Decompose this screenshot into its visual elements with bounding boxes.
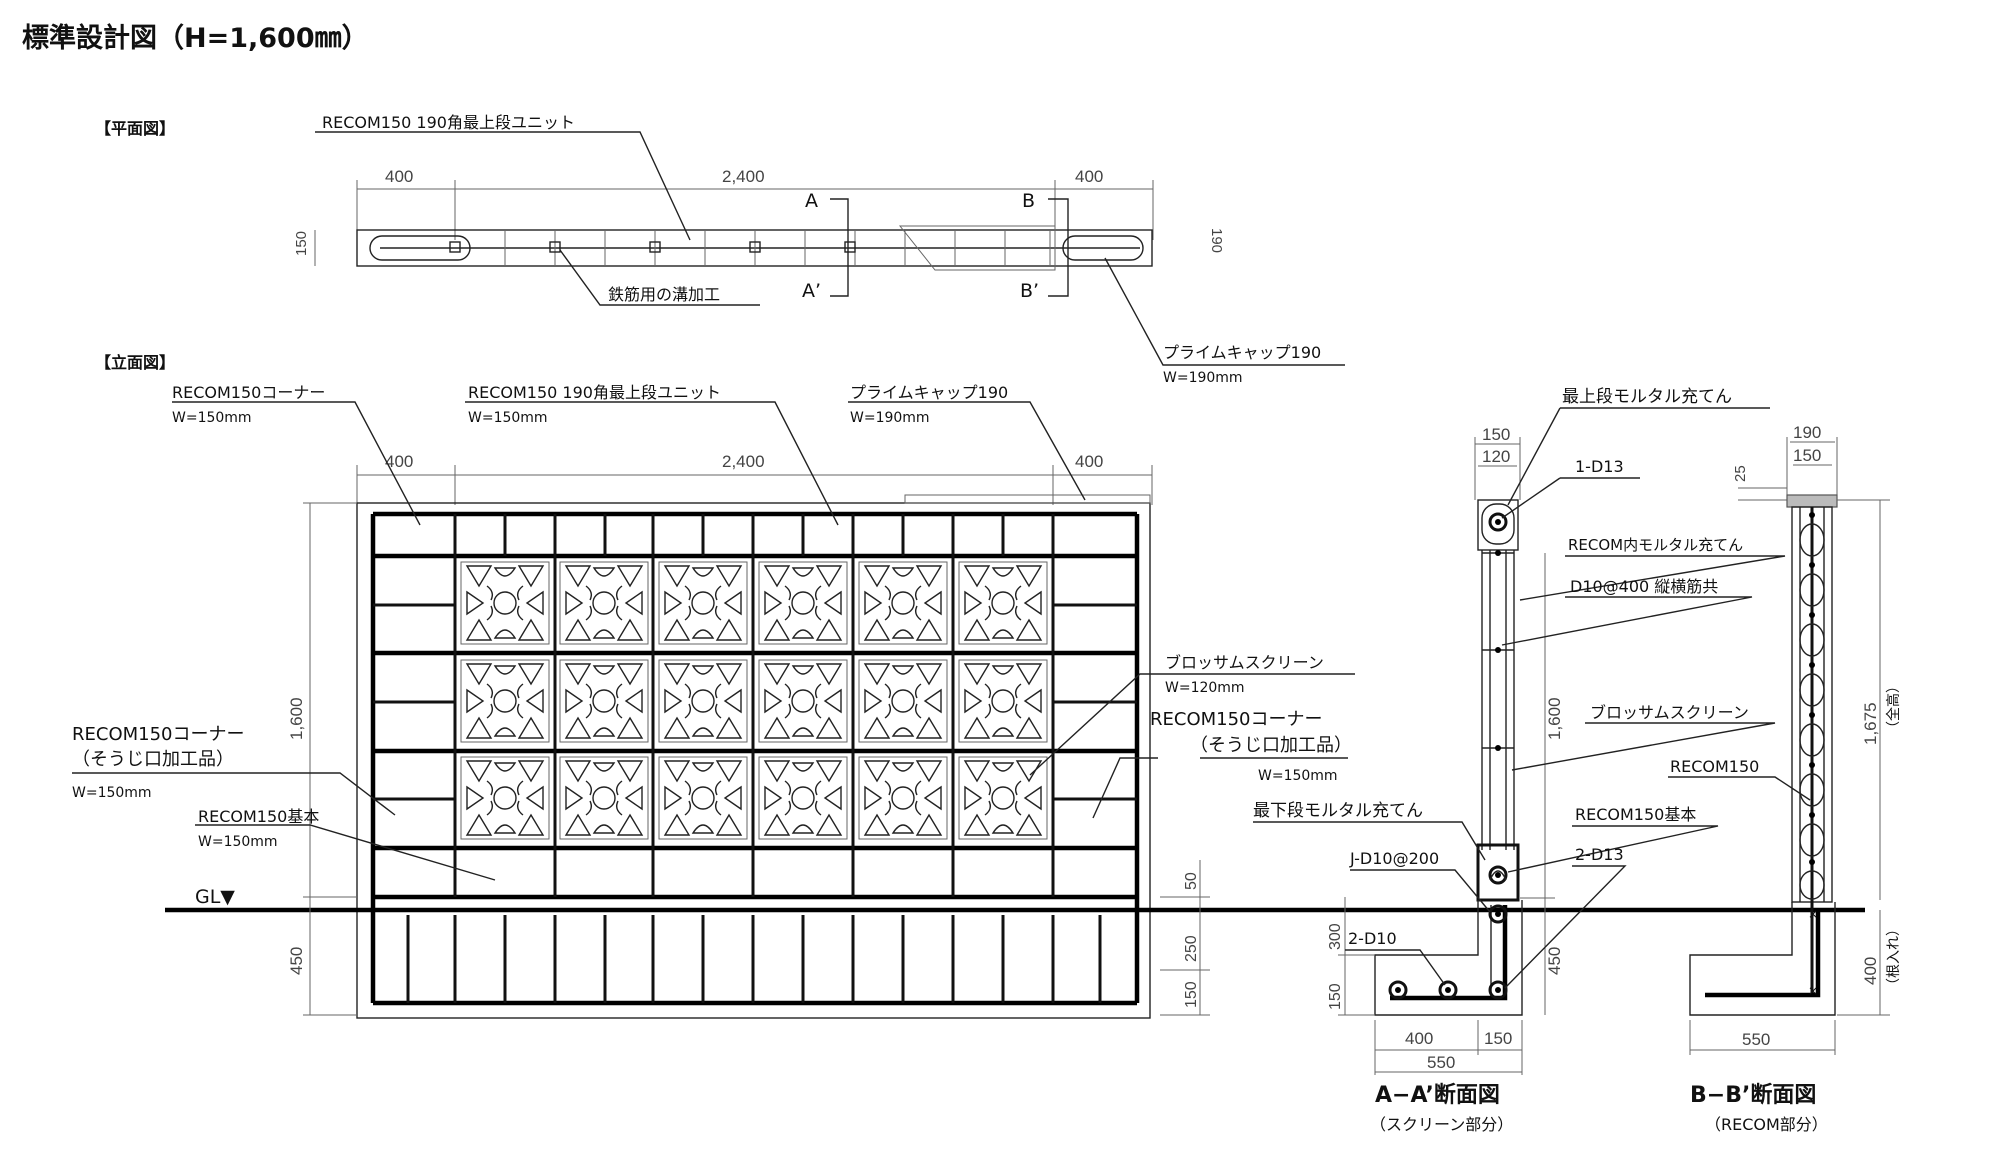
aa-2d13-label: 2-D13 — [1575, 845, 1624, 864]
svg-text:×: × — [1808, 984, 1818, 998]
plan-section-label: 【平面図】 — [95, 119, 175, 138]
elev-dim-embed: 450 — [287, 947, 306, 975]
elev-cap-label: プライムキャップ190 — [850, 383, 1008, 402]
elev-corner-label: RECOM150コーナー — [172, 383, 325, 402]
ground-level-marker: GL▼ — [195, 886, 235, 908]
elev-corner-right-line2: （そうじ口加工品） — [1190, 735, 1352, 756]
elev-top-unit-label: RECOM150 190角最上段ユニット — [468, 383, 721, 402]
plan-marker-a: A — [805, 190, 818, 212]
aa-dim-120: 120 — [1482, 447, 1510, 466]
elev-blossom-width: W=120mm — [1165, 680, 1245, 696]
elev-corner-right-width: W=150mm — [1258, 768, 1338, 784]
aa-d13-label: 1-D13 — [1575, 457, 1624, 476]
elev-dim-50: 50 — [1183, 872, 1200, 890]
plan-dim-center: 2,400 — [722, 167, 765, 186]
plan-cap-label: プライムキャップ190 — [1163, 343, 1321, 362]
bb-recom150-label: RECOM150 — [1670, 757, 1759, 776]
section-aa-view: 150 120 1,600 450 — [1253, 387, 1786, 1134]
bb-dim-400-note: （根入れ） — [1886, 922, 1902, 992]
elevation-section-label: 【立面図】 — [95, 353, 175, 372]
elev-dim-250: 250 — [1183, 935, 1200, 962]
bb-section-subtitle: （RECOM部分） — [1705, 1115, 1828, 1134]
aa-2d10-label: 2-D10 — [1348, 929, 1397, 948]
elev-corner-left-width: W=150mm — [72, 785, 152, 801]
bb-dim-1675-note: （全高） — [1885, 679, 1902, 735]
svg-text:×: × — [1808, 907, 1818, 921]
plan-dim-right: 400 — [1075, 167, 1103, 186]
bb-dim-400: 400 — [1861, 957, 1880, 985]
elev-corner-left-line1: RECOM150コーナー — [72, 724, 245, 745]
plan-groove-label: 鉄筋用の溝加工 — [608, 285, 720, 304]
plan-cap-width: W=190mm — [1163, 370, 1243, 386]
aa-dim-450: 450 — [1545, 947, 1564, 975]
aa-dim-b400: 400 — [1405, 1029, 1433, 1048]
aa-dim-300: 300 — [1327, 923, 1344, 950]
plan-marker-b: B — [1022, 190, 1035, 212]
aa-jd10-label: J-D10@200 — [1349, 849, 1439, 868]
elev-basic-width: W=150mm — [198, 834, 278, 850]
elev-blossom-label: ブロッサムスクリーン — [1165, 653, 1324, 672]
bb-dim-190: 190 — [1793, 423, 1821, 442]
bb-dim-25: 25 — [1732, 465, 1749, 482]
plan-marker-b-prime: B’ — [1020, 280, 1039, 302]
elev-dim-center: 2,400 — [722, 452, 765, 471]
elev-dim-right: 400 — [1075, 452, 1103, 471]
elev-top-unit-width: W=150mm — [468, 410, 548, 426]
aa-bottom-mortar-label: 最下段モルタル充てん — [1253, 801, 1423, 821]
section-bb-view: 190 150 25 × × 1,675 （全高） — [1668, 423, 1902, 1134]
bb-dim-550: 550 — [1742, 1030, 1770, 1049]
aa-recom-mortar-label: RECOM内モルタル充てん — [1568, 536, 1743, 554]
plan-marker-a-prime: A’ — [802, 280, 821, 302]
elev-basic-label: RECOM150基本 — [198, 807, 319, 826]
aa-dim-1600: 1,600 — [1545, 697, 1564, 740]
plan-top-unit-label: RECOM150 190角最上段ユニット — [322, 113, 575, 132]
elev-cap-width: W=190mm — [850, 410, 930, 426]
aa-top-mortar-label: 最上段モルタル充てん — [1562, 387, 1732, 407]
elev-dim-height: 1,600 — [287, 697, 306, 740]
aa-section-subtitle: （スクリーン部分） — [1370, 1115, 1513, 1134]
elev-corner-left-line2: （そうじ口加工品） — [72, 749, 234, 770]
aa-dim-b150: 150 — [1484, 1029, 1512, 1048]
elev-dim-150: 150 — [1183, 981, 1200, 1008]
page-title: 標準設計図（H=1,600㎜） — [22, 22, 369, 54]
bb-section-title: B−B’断面図 — [1690, 1082, 1816, 1108]
plan-dim-depth-right: 190 — [1208, 228, 1225, 253]
plan-dim-left: 400 — [385, 167, 413, 186]
aa-basic-label: RECOM150基本 — [1575, 805, 1696, 824]
plan-view: 150 190 400 2,400 400 A A’ B B’ RECOM150… — [293, 113, 1345, 386]
aa-d10-label: D10@400 縦横筋共 — [1570, 577, 1718, 596]
bb-dim-1675: 1,675 — [1861, 702, 1880, 745]
bb-dim-150: 150 — [1793, 446, 1821, 465]
elev-corner-right-line1: RECOM150コーナー — [1150, 709, 1323, 730]
elev-corner-width: W=150mm — [172, 410, 252, 426]
aa-dim-150v: 150 — [1327, 983, 1344, 1010]
aa-dim-150: 150 — [1482, 425, 1510, 444]
elev-dim-left: 400 — [385, 452, 413, 471]
aa-blossom-label: ブロッサムスクリーン — [1590, 703, 1749, 722]
aa-dim-b550: 550 — [1427, 1053, 1455, 1072]
aa-section-title: A−A’断面図 — [1375, 1082, 1500, 1108]
plan-dim-depth-left: 150 — [293, 231, 310, 256]
